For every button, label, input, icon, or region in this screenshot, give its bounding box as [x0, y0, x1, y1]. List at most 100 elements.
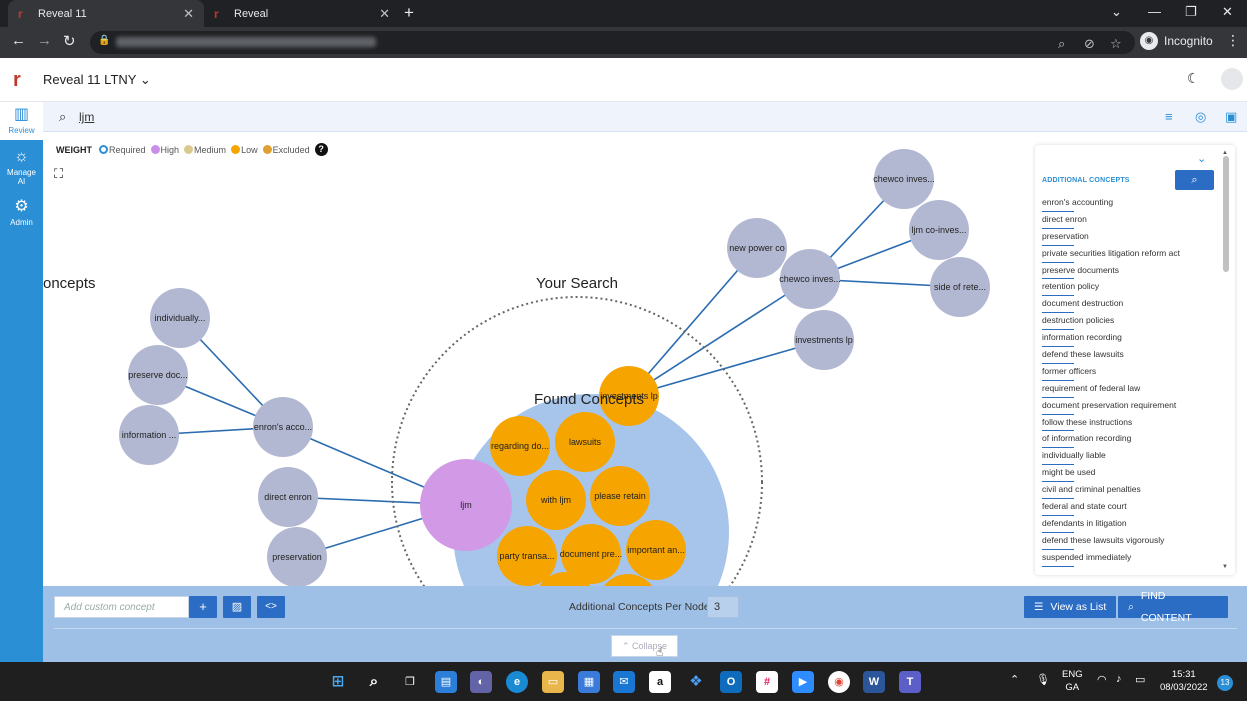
notification-badge[interactable]: 13: [1217, 675, 1233, 691]
rail-item-admin[interactable]: ⚙ Admin: [0, 198, 43, 227]
mail-icon[interactable]: ✉: [613, 671, 635, 693]
node-important-an[interactable]: important an...: [626, 520, 686, 580]
target-icon[interactable]: ◎: [1195, 109, 1207, 124]
teams-icon[interactable]: T: [899, 671, 921, 693]
store-icon[interactable]: ▦: [578, 671, 600, 693]
node-orange-top[interactable]: investments lp: [599, 366, 659, 426]
additional-concept-item[interactable]: retention policy: [1042, 280, 1217, 297]
per-node-input[interactable]: 3: [707, 596, 739, 618]
scroll-up-icon[interactable]: ▲: [1222, 150, 1228, 156]
additional-concept-item[interactable]: defendants in litigation: [1042, 517, 1217, 534]
dropbox-icon[interactable]: ❖: [689, 673, 703, 690]
project-selector[interactable]: Reveal 11 LTNY ⌄: [43, 72, 151, 88]
chevron-down-icon[interactable]: ⌄: [1197, 153, 1207, 165]
node-chewco-mid[interactable]: chewco inves...: [779, 249, 841, 309]
volume-icon[interactable]: ♪: [1116, 673, 1122, 685]
minimize-icon[interactable]: —: [1148, 4, 1161, 19]
view-as-list-button[interactable]: ☰View as List: [1024, 596, 1117, 618]
windows-start-icon[interactable]: ⊞: [331, 673, 345, 690]
additional-concept-item[interactable]: suspended immediately: [1042, 551, 1217, 568]
code-view-button[interactable]: <>: [257, 596, 285, 618]
node-regarding-do[interactable]: regarding do...: [490, 416, 550, 476]
node-direct-enron[interactable]: direct enron: [258, 467, 318, 527]
slack-icon[interactable]: #: [756, 671, 778, 693]
star-icon[interactable]: ☆: [1110, 36, 1122, 51]
custom-concept-input[interactable]: Add custom concept: [54, 596, 189, 618]
widgets-icon[interactable]: ▤: [435, 671, 457, 693]
collapse-button[interactable]: ⌃ Collapse: [611, 635, 678, 657]
additional-concept-item[interactable]: direct enron: [1042, 213, 1217, 230]
find-concepts-button[interactable]: ⌕: [1175, 170, 1214, 190]
additional-concept-item[interactable]: requirement of federal law: [1042, 382, 1217, 399]
node-partial-1[interactable]: [535, 572, 595, 586]
search-icon[interactable]: ⌕: [369, 673, 379, 690]
node-preserve-doc[interactable]: preserve doc...: [128, 345, 188, 405]
help-icon[interactable]: ?: [314, 143, 328, 156]
rail-item-manage-ai[interactable]: ☼ Manage AI: [0, 148, 43, 186]
restore-icon[interactable]: ❐: [1185, 4, 1197, 19]
browser-tab-reveal[interactable]: r Reveal ✕: [204, 0, 400, 27]
amazon-icon[interactable]: a: [649, 671, 671, 693]
additional-concept-item[interactable]: defend these lawsuits: [1042, 348, 1217, 365]
search-input[interactable]: ljm: [79, 110, 95, 124]
address-bar[interactable]: 🔒 ⌕ ⊘ ☆: [90, 31, 1135, 54]
edit-graph-button[interactable]: ▨: [223, 596, 251, 618]
rail-item-review[interactable]: ▥ Review: [0, 102, 43, 140]
additional-concept-item[interactable]: document preservation requirement: [1042, 399, 1217, 416]
additional-concept-item[interactable]: federal and state court: [1042, 500, 1217, 517]
save-icon[interactable]: ▣: [1225, 109, 1238, 124]
filter-icon[interactable]: ≡: [1165, 109, 1173, 124]
word-icon[interactable]: W: [863, 671, 885, 693]
additional-concept-item[interactable]: follow these instructions: [1042, 416, 1217, 433]
node-party-transa[interactable]: party transa...: [497, 526, 557, 586]
node-individually[interactable]: individually...: [150, 288, 210, 348]
new-tab-icon[interactable]: +: [404, 3, 414, 22]
task-view-icon[interactable]: ❐: [405, 676, 415, 688]
additional-concept-item[interactable]: individually liable: [1042, 449, 1217, 466]
additional-concept-item[interactable]: enron's accounting: [1042, 196, 1217, 213]
wifi-icon[interactable]: ◠: [1097, 674, 1107, 686]
moon-icon[interactable]: ☾: [1187, 70, 1200, 86]
avatar[interactable]: [1221, 68, 1243, 90]
browser-tab-reveal-11[interactable]: r Reveal 11 ✕: [8, 0, 204, 27]
tab-search-chevron-icon[interactable]: ⌄: [1111, 4, 1122, 19]
additional-concept-item[interactable]: former officers: [1042, 365, 1217, 382]
additional-concept-item[interactable]: destruction policies: [1042, 314, 1217, 331]
zoom-icon[interactable]: ▶: [792, 671, 814, 693]
forward-icon[interactable]: →: [37, 32, 52, 49]
additional-concept-item[interactable]: private securities litigation reform act: [1042, 247, 1217, 264]
additional-concept-item[interactable]: document destruction: [1042, 297, 1217, 314]
node-chewco-top[interactable]: chewco inves...: [873, 149, 935, 209]
node-ljm-co-inves[interactable]: ljm co-inves...: [909, 200, 969, 260]
microphone-icon[interactable]: 🎙: [1036, 674, 1050, 686]
scrollbar[interactable]: ▲ ▼: [1222, 150, 1230, 570]
node-please-retain[interactable]: please retain: [590, 466, 650, 526]
close-window-icon[interactable]: ✕: [1222, 4, 1233, 19]
additional-concept-item[interactable]: preservation: [1042, 230, 1217, 247]
battery-icon[interactable]: ▭: [1135, 674, 1146, 686]
additional-concept-item[interactable]: might be used: [1042, 466, 1217, 483]
scroll-down-icon[interactable]: ▼: [1222, 564, 1228, 570]
additional-concept-item[interactable]: preserve documents: [1042, 264, 1217, 281]
find-content-button[interactable]: ⌕FIND CONTENT: [1118, 590, 1228, 624]
additional-concept-item[interactable]: civil and criminal penalties: [1042, 483, 1217, 500]
back-icon[interactable]: ←: [11, 32, 26, 49]
node-ljm[interactable]: ljm: [420, 459, 512, 551]
incognito-indicator[interactable]: ◉ Incognito: [1140, 32, 1213, 50]
node-lawsuits[interactable]: lawsuits: [555, 412, 615, 472]
node-information[interactable]: information ...: [119, 405, 179, 465]
edge-icon[interactable]: e: [506, 671, 528, 693]
reload-icon[interactable]: ↻: [63, 33, 76, 50]
chrome-icon[interactable]: ◉: [828, 671, 850, 693]
close-tab-icon[interactable]: ✕: [379, 5, 390, 21]
additional-concept-item[interactable]: of information recording: [1042, 432, 1217, 449]
zoom-icon[interactable]: ⌕: [1058, 36, 1066, 51]
show-hidden-icons-icon[interactable]: ⌃: [1010, 674, 1020, 686]
node-investments-lp[interactable]: investments lp: [794, 310, 854, 370]
close-tab-icon[interactable]: ✕: [183, 5, 194, 21]
node-with-ljm[interactable]: with ljm: [526, 470, 586, 530]
node-enrons-accounting[interactable]: enron's acco...: [253, 397, 313, 457]
additional-concept-item[interactable]: defend these lawsuits vigorously: [1042, 534, 1217, 551]
